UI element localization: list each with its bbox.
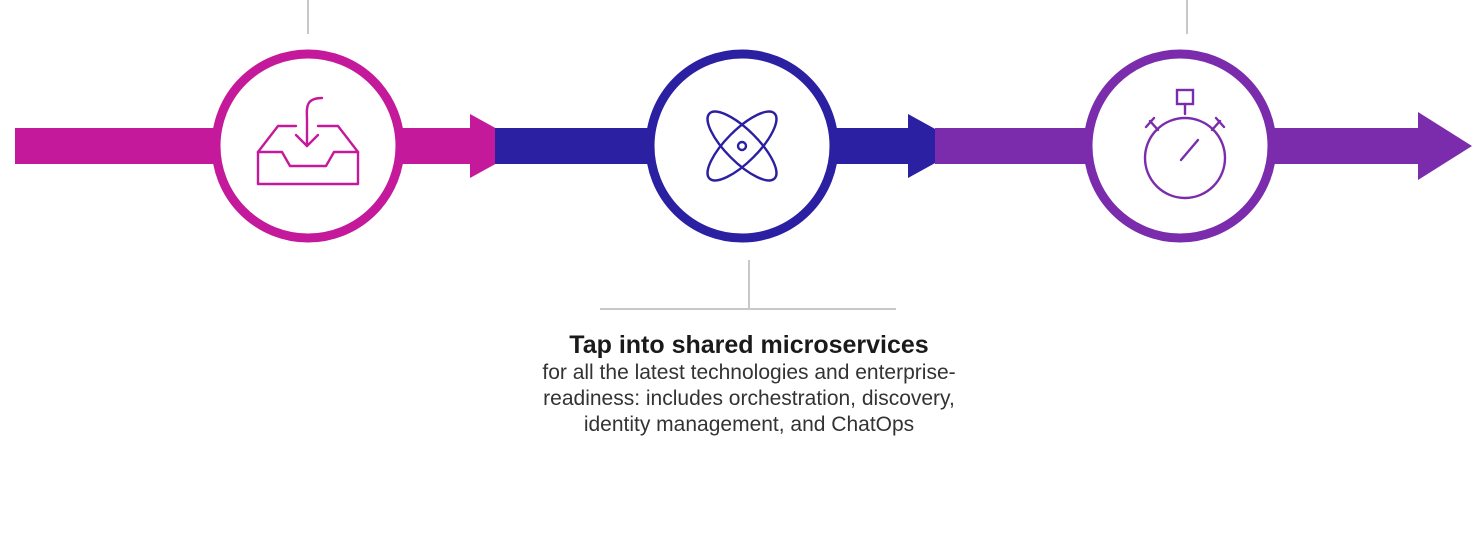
inbox-download-icon: [256, 96, 360, 186]
arrow-transition-blend-2: [935, 128, 965, 164]
stopwatch-icon: [1143, 88, 1227, 200]
atom-icon: [706, 110, 778, 182]
caption-body: for all the latest technologies and ente…: [542, 361, 956, 436]
stage-2-node: [645, 49, 839, 243]
caption-title: Tap into shared microservices: [569, 331, 929, 359]
stage-1-node: [211, 49, 405, 243]
stage-3-node: [1083, 49, 1277, 243]
arrow-transition-blend-1: [495, 128, 523, 164]
stage-2-caption: Tap into shared microservices for all th…: [499, 330, 999, 438]
